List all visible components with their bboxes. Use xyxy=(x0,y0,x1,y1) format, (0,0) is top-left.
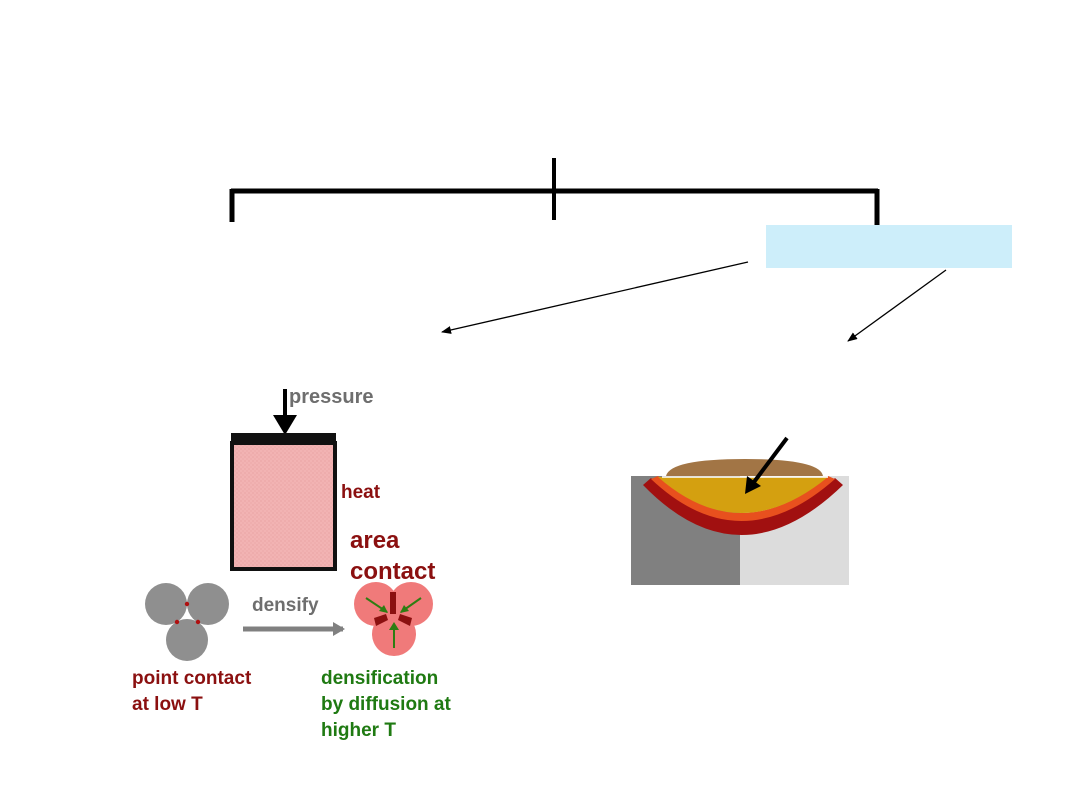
densify-label: densify xyxy=(252,595,319,616)
arrow-to-right xyxy=(847,269,947,342)
crust-inner xyxy=(651,476,835,521)
contact-point-2 xyxy=(174,619,180,625)
crust-outer xyxy=(643,478,843,535)
point-contact-label-line1: point contact xyxy=(132,668,252,689)
grey-particle-3 xyxy=(166,619,208,661)
contact-point-1 xyxy=(184,601,190,607)
hot-press xyxy=(230,389,337,571)
area-contact-label-line2: contact xyxy=(350,558,436,585)
press-body xyxy=(230,441,337,571)
highlight-box xyxy=(766,225,1012,268)
contact-point-3 xyxy=(195,619,201,625)
arrow-to-left xyxy=(441,261,749,334)
point-contact-label-line2: at low T xyxy=(132,694,203,715)
densification-label-line3: higher T xyxy=(321,720,396,741)
densification-label-line1: densification xyxy=(321,668,439,689)
diffusion-arrowhead-1 xyxy=(379,605,388,613)
top-layer xyxy=(666,459,823,476)
grey-particle-2 xyxy=(187,583,229,625)
casting-illustration xyxy=(631,436,849,585)
grey-particle-1 xyxy=(145,583,187,625)
area-contact-label-line1: area xyxy=(350,527,400,554)
pink-particles xyxy=(354,582,433,656)
heat-label: heat xyxy=(341,482,381,503)
neck-1 xyxy=(390,592,396,614)
grey-particles xyxy=(145,583,229,661)
densification-label-line2: by diffusion at xyxy=(321,694,451,715)
neck-3 xyxy=(398,614,412,626)
neck-2 xyxy=(374,614,388,626)
molten-core xyxy=(658,477,828,513)
casting-pointer-head xyxy=(745,476,761,494)
pressure-arrow-head xyxy=(273,415,297,435)
diffusion-arrowhead-2 xyxy=(400,605,409,613)
diffusion-arrowhead-3 xyxy=(389,622,399,630)
pressure-label: pressure xyxy=(289,386,374,408)
casting-pointer-shaft xyxy=(752,436,789,484)
tree-bracket xyxy=(229,158,880,225)
